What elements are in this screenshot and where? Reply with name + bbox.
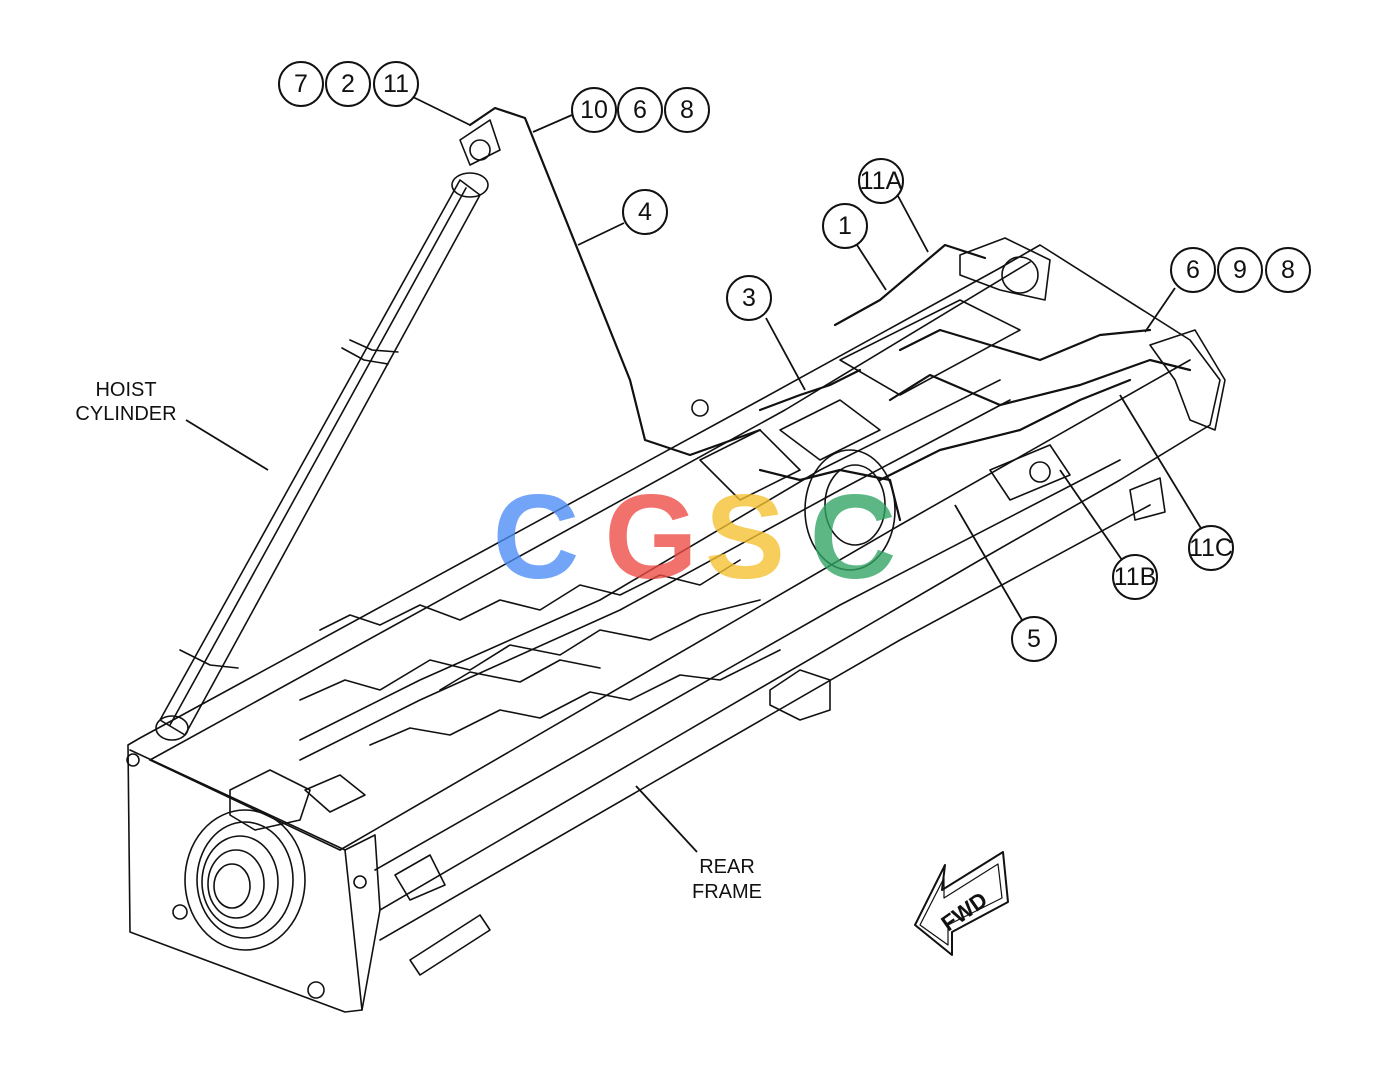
callout-circle-11: [373, 61, 419, 107]
callout-circle-7: [278, 61, 324, 107]
rear-frame-label-line1: REAR: [699, 856, 755, 878]
callout-circle-11A: [858, 158, 904, 204]
callout-8b: 8: [1281, 256, 1295, 284]
callout-11B: 11B: [1114, 563, 1157, 591]
hoist-cylinder-label-line2: CYLINDER: [75, 403, 176, 425]
watermark-letter-c1: C: [493, 470, 580, 604]
callout-6b: 6: [1186, 256, 1200, 284]
callout-circle-2: [325, 61, 371, 107]
callout-circle-10: [571, 87, 617, 133]
callout-circles: [278, 61, 1311, 662]
callout-circle-4: [622, 189, 668, 235]
watermark-letter-s: S: [705, 470, 785, 604]
rear-frame-drawing: [126, 237, 1226, 1013]
callout-circle-11C: [1188, 525, 1234, 571]
hoist-cylinder-drawing: [155, 119, 501, 741]
watermark-letter-c2: C: [810, 470, 897, 604]
hoist-cylinder-label-line1: HOIST: [95, 379, 156, 401]
callout-circle-6b: [1170, 247, 1216, 293]
callout-3: 3: [742, 284, 756, 312]
hydraulic-lines: [468, 106, 1192, 522]
callout-circle-6a: [617, 87, 663, 133]
callout-8a: 8: [680, 96, 694, 124]
callout-4: 4: [638, 198, 652, 226]
fwd-arrow-icon: [914, 851, 1009, 956]
callout-circle-9: [1217, 247, 1263, 293]
callout-1: 1: [838, 212, 852, 240]
callout-6a: 6: [633, 96, 647, 124]
callout-circle-8a: [664, 87, 710, 133]
callout-circle-11B: [1112, 554, 1158, 600]
callout-10: 10: [580, 96, 608, 124]
callout-5: 5: [1027, 625, 1041, 653]
callout-2: 2: [341, 70, 355, 98]
callout-9: 9: [1233, 256, 1247, 284]
callout-11: 11: [383, 70, 409, 98]
watermark-letter-g: G: [604, 470, 697, 604]
rear-frame-label-line2: FRAME: [692, 881, 762, 903]
callout-circle-3: [726, 275, 772, 321]
callout-11A: 11A: [860, 167, 903, 195]
callout-circle-5: [1011, 616, 1057, 662]
part-labels: HOIST CYLINDER REAR FRAME: [75, 379, 762, 903]
fwd-arrow: FWD: [914, 851, 1009, 956]
callout-numbers: 7 2 11 10 6 8 4 11A 1 3 6 9 8 11C 11B 5: [294, 70, 1295, 653]
callout-11C: 11C: [1189, 534, 1233, 562]
fwd-label: FWD: [937, 887, 992, 936]
leader-lines: [185, 96, 1203, 853]
callout-7: 7: [294, 70, 308, 98]
callout-circle-1: [822, 203, 868, 249]
watermark: C G S C: [493, 470, 897, 604]
callout-circle-8b: [1265, 247, 1311, 293]
